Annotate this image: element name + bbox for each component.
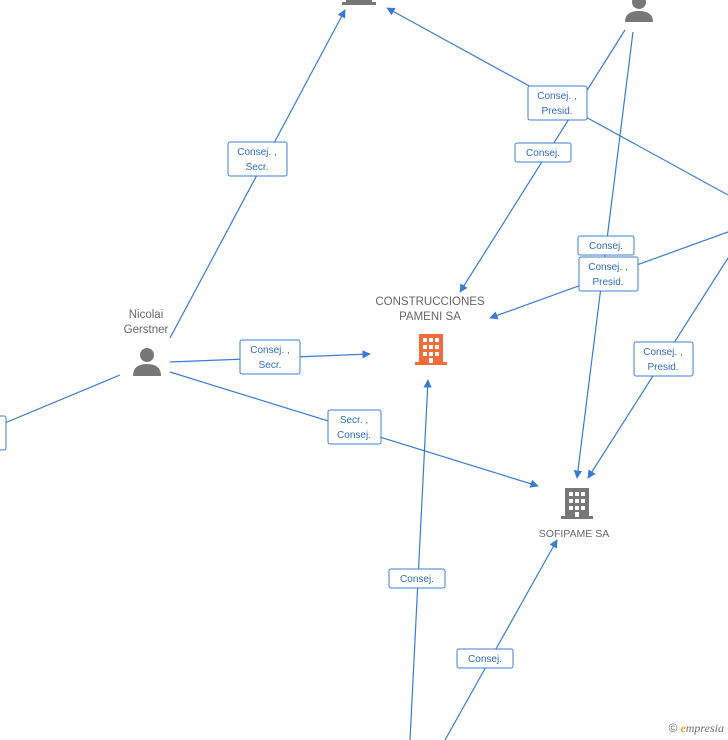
- edge-label-consej-bottom[interactable]: Consej.: [388, 568, 446, 589]
- edge-label-text: Consej. ,: [643, 347, 682, 358]
- edge-label-consej-secr-left[interactable]: Consej. , Secr.: [239, 339, 301, 375]
- edge-label-text: Consej.: [400, 574, 434, 585]
- top-company-building-icon[interactable]: [342, 0, 376, 5]
- edge-label-text: Secr.: [246, 162, 269, 173]
- edge-label-text: Consej.: [526, 148, 560, 159]
- copyright-icon: ©: [668, 721, 678, 735]
- company-node-construcciones[interactable]: CONSTRUCCIONES PAMENI SA: [375, 296, 485, 365]
- edge-label-text: Consej. ,: [250, 345, 289, 356]
- edge-bottom-sofipame: [444, 539, 558, 740]
- edge-label-text: Consej.: [468, 654, 502, 665]
- edge-label-text: Secr.: [259, 360, 282, 371]
- edge-label-text: Consej.: [337, 430, 371, 441]
- edge-label-text: Consej. ,: [588, 262, 627, 273]
- empresia-logo-e: e: [680, 721, 686, 735]
- edge-label-consej-bottom2[interactable]: Consej.: [456, 648, 514, 669]
- edge-label-consej-presid-right[interactable]: Consej. , Presid.: [633, 341, 694, 377]
- person-node-nicolai[interactable]: Nicolai Gerstner: [124, 309, 169, 376]
- empresia-logo-text: mpresia: [685, 721, 724, 735]
- empresia-watermark: ©empresia: [669, 721, 724, 736]
- edge-label-consej-mid[interactable]: Consej.: [577, 235, 635, 256]
- edge-label-consej-secr-top[interactable]: Consej. , Secr.: [227, 141, 288, 177]
- edge-label-text: Presid.: [592, 277, 623, 288]
- edge-label-text: Secr. ,: [340, 415, 368, 426]
- nicolai-label-line2: Gerstner: [124, 324, 169, 336]
- edge-label-secr-consej[interactable]: Secr. , Consej.: [327, 409, 382, 445]
- edge-label-text: Consej. ,: [537, 91, 576, 102]
- edge-label-text: Consej. ,: [237, 147, 276, 158]
- edge-label-consej-top[interactable]: Consej.: [514, 142, 572, 163]
- nicolai-label-line1: Nicolai: [129, 309, 164, 321]
- company-node-sofipame[interactable]: SOFIPAME SA: [539, 488, 609, 540]
- construcciones-label-line2: PAMENI SA: [399, 311, 461, 323]
- construcciones-label-line1: CONSTRUCCIONES: [375, 296, 485, 308]
- edge-label-text: Presid.: [647, 362, 678, 373]
- edge-label-consej-presid-mid[interactable]: Consej. , Presid.: [578, 256, 639, 292]
- edge-bottom-construcciones: [409, 379, 432, 740]
- building-icon: [561, 488, 593, 519]
- top-person-icon[interactable]: [625, 0, 653, 22]
- edge-label-text: Consej.: [589, 241, 623, 252]
- edge-left-nicolai: [0, 374, 121, 426]
- edge-label-text: Presid.: [541, 106, 572, 117]
- person-icon: [133, 348, 161, 376]
- sofipame-label: SOFIPAME SA: [539, 528, 609, 540]
- edge-label-consej-presid-top[interactable]: Consej. , Presid.: [527, 85, 588, 121]
- edge-label-left-cropped[interactable]: [0, 415, 7, 451]
- building-icon: [415, 334, 447, 365]
